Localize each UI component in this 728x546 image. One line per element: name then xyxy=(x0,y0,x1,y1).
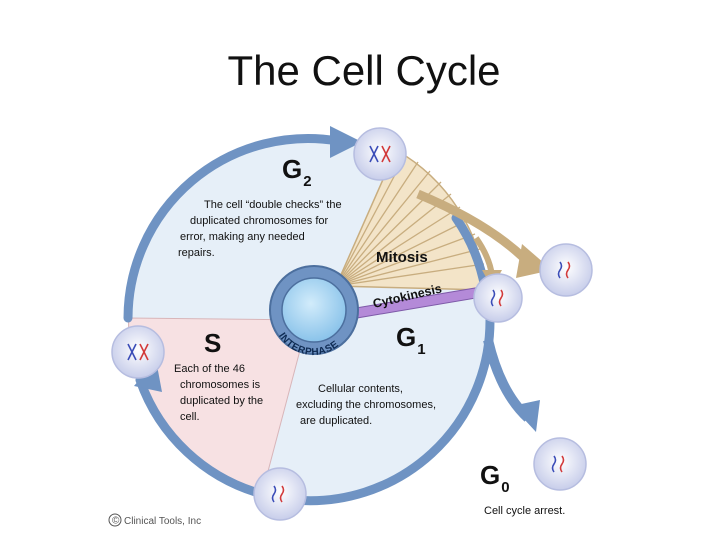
cell-bottom xyxy=(253,467,307,521)
g1-label: G1 xyxy=(396,322,426,358)
credit: © Clinical Tools, Inc xyxy=(108,513,201,527)
chromosome-icon xyxy=(369,145,391,163)
g0-label: G0 xyxy=(480,460,510,496)
svg-text:©: © xyxy=(112,516,120,527)
chromosome-icon xyxy=(490,289,504,307)
cell-top xyxy=(353,127,407,181)
arrow-to-g2 xyxy=(330,126,362,158)
g2-description: The cell “double checks” the duplicated … xyxy=(178,199,345,259)
cell-g0 xyxy=(533,437,587,491)
credit-text: Clinical Tools, Inc xyxy=(124,516,201,527)
copyright-icon xyxy=(108,513,122,527)
g1-description: Cellular contents, excluding the chromos… xyxy=(296,383,439,427)
chromosome-icon xyxy=(127,343,149,361)
cell-g1 xyxy=(473,273,523,323)
g2-label: G2 xyxy=(282,154,312,190)
interphase-center xyxy=(281,277,347,343)
s-description: Each of the 46 chromosomes is duplicated… xyxy=(174,363,266,423)
mitosis-label: Mitosis xyxy=(376,249,428,266)
slide-title: The Cell Cycle xyxy=(227,47,501,94)
s-label: S xyxy=(204,328,221,358)
chromosome-icon xyxy=(271,485,285,503)
cell-left xyxy=(111,325,165,379)
g0-description: Cell cycle arrest. xyxy=(484,505,565,517)
g0-exit-arrowhead xyxy=(512,400,540,432)
cell-mitosis-exit xyxy=(539,243,593,297)
chromosome-icon xyxy=(557,261,571,279)
mitosis-exit-arrow xyxy=(416,189,532,266)
chromosome-icon xyxy=(551,455,565,473)
